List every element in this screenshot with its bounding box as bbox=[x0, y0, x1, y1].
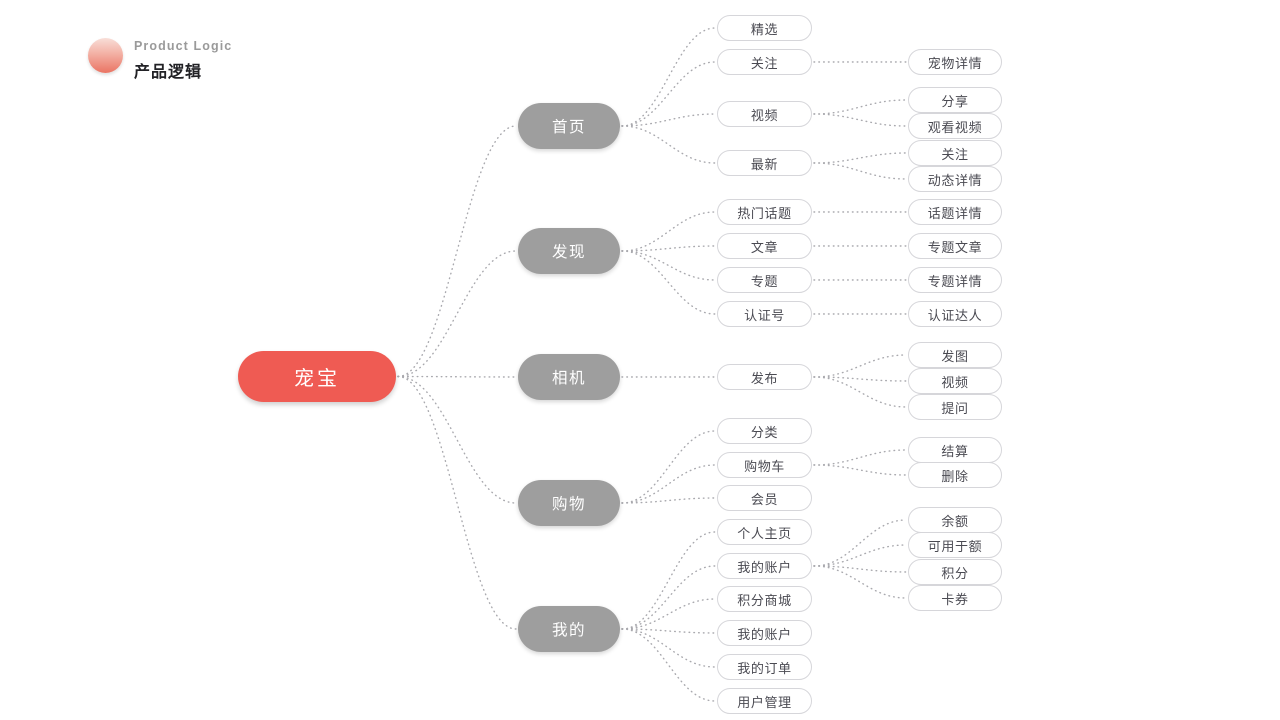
leaf-node-0-3[interactable]: 最新 bbox=[717, 150, 812, 176]
subleaf-node-0-2-0[interactable]: 分享 bbox=[908, 87, 1002, 113]
branch-node-0[interactable]: 首页 bbox=[518, 103, 620, 149]
brand-cn-title: 产品逻辑 bbox=[134, 64, 203, 81]
leaf-node-4-0[interactable]: 个人主页 bbox=[717, 519, 812, 545]
subleaf-node-0-3-0[interactable]: 关注 bbox=[908, 140, 1002, 166]
subleaf-node-2-0-2[interactable]: 提问 bbox=[908, 394, 1002, 420]
brand-header: Product Logic 产品逻辑 bbox=[88, 33, 428, 93]
leaf-node-4-5[interactable]: 用户管理 bbox=[717, 688, 812, 714]
subleaf-node-1-0-0[interactable]: 话题详情 bbox=[908, 199, 1002, 225]
leaf-node-3-2[interactable]: 会员 bbox=[717, 485, 812, 511]
branch-node-3[interactable]: 购物 bbox=[518, 480, 620, 526]
subleaf-node-1-1-0[interactable]: 专题文章 bbox=[908, 233, 1002, 259]
leaf-node-4-1[interactable]: 我的账户 bbox=[717, 553, 812, 579]
root-node-宠宝[interactable]: 宠宝 bbox=[238, 351, 396, 402]
gradient-sphere-logo-icon bbox=[88, 38, 123, 73]
subleaf-node-4-1-0[interactable]: 余额 bbox=[908, 507, 1002, 533]
subleaf-node-2-0-0[interactable]: 发图 bbox=[908, 342, 1002, 368]
subleaf-node-2-0-1[interactable]: 视频 bbox=[908, 368, 1002, 394]
branch-node-2[interactable]: 相机 bbox=[518, 354, 620, 400]
subleaf-node-0-3-1[interactable]: 动态详情 bbox=[908, 166, 1002, 192]
subleaf-node-4-1-1[interactable]: 可用于额 bbox=[908, 532, 1002, 558]
leaf-node-2-0[interactable]: 发布 bbox=[717, 364, 812, 390]
leaf-node-4-2[interactable]: 积分商城 bbox=[717, 586, 812, 612]
leaf-node-0-1[interactable]: 关注 bbox=[717, 49, 812, 75]
branch-node-1[interactable]: 发现 bbox=[518, 228, 620, 274]
leaf-node-1-0[interactable]: 热门话题 bbox=[717, 199, 812, 225]
leaf-node-3-0[interactable]: 分类 bbox=[717, 418, 812, 444]
leaf-node-0-2[interactable]: 视频 bbox=[717, 101, 812, 127]
subleaf-node-4-1-3[interactable]: 卡券 bbox=[908, 585, 1002, 611]
leaf-node-3-1[interactable]: 购物车 bbox=[717, 452, 812, 478]
leaf-node-1-1[interactable]: 文章 bbox=[717, 233, 812, 259]
subleaf-node-0-2-1[interactable]: 观看视频 bbox=[908, 113, 1002, 139]
subleaf-node-4-1-2[interactable]: 积分 bbox=[908, 559, 1002, 585]
leaf-node-4-4[interactable]: 我的订单 bbox=[717, 654, 812, 680]
branch-node-4[interactable]: 我的 bbox=[518, 606, 620, 652]
leaf-node-1-3[interactable]: 认证号 bbox=[717, 301, 812, 327]
leaf-node-0-0[interactable]: 精选 bbox=[717, 15, 812, 41]
subleaf-node-3-1-0[interactable]: 结算 bbox=[908, 437, 1002, 463]
subleaf-node-1-2-0[interactable]: 专题详情 bbox=[908, 267, 1002, 293]
subleaf-node-0-1-0[interactable]: 宠物详情 bbox=[908, 49, 1002, 75]
subleaf-node-1-3-0[interactable]: 认证达人 bbox=[908, 301, 1002, 327]
leaf-node-4-3[interactable]: 我的账户 bbox=[717, 620, 812, 646]
leaf-node-1-2[interactable]: 专题 bbox=[717, 267, 812, 293]
subleaf-node-3-1-1[interactable]: 删除 bbox=[908, 462, 1002, 488]
brand-en-title: Product Logic bbox=[134, 39, 233, 53]
